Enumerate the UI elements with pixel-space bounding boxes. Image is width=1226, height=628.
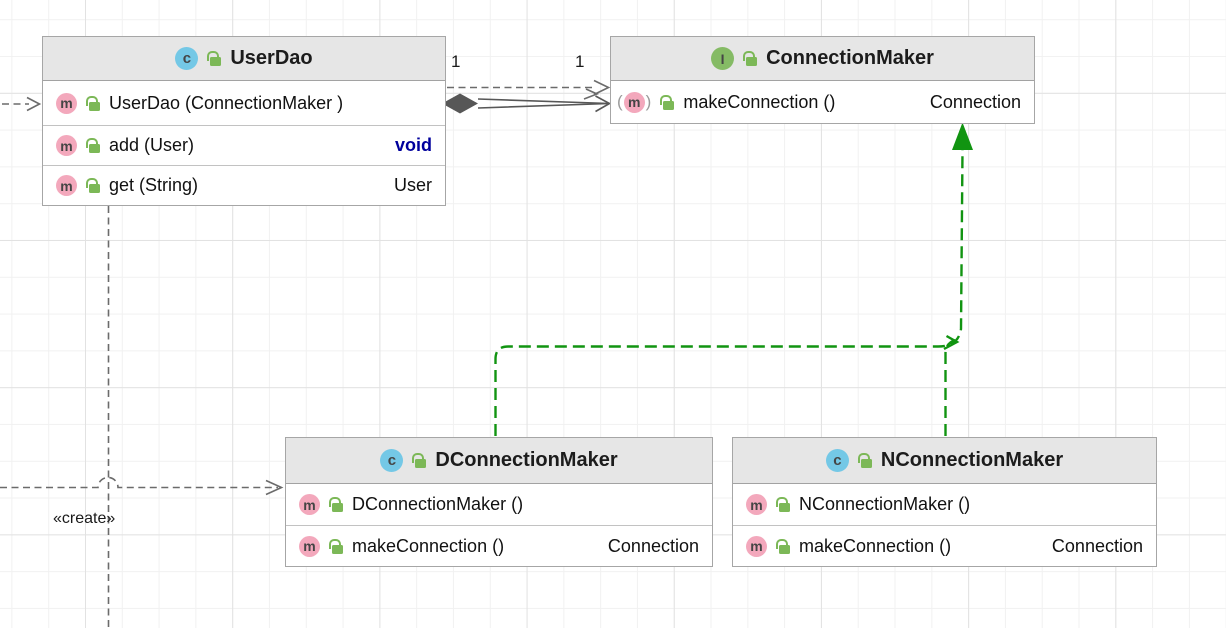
- multiplicity-label-source: 1: [451, 52, 461, 71]
- method-row-dconnectionmaker-constructor[interactable]: m DConnectionMaker (): [286, 484, 712, 525]
- abstract-paren: ): [645, 92, 652, 111]
- method-name: NConnectionMaker (): [799, 494, 971, 514]
- method-return-type: void: [394, 135, 432, 155]
- edge-create-dconnectionmaker[interactable]: [0, 476, 284, 496]
- edge-incoming-dependency-userdao[interactable]: [2, 96, 42, 112]
- interface-node-connectionmaker[interactable]: I ConnectionMaker ( m ) makeConnection (…: [610, 36, 1035, 124]
- unlock-icon: [776, 497, 790, 512]
- unlock-icon: [86, 138, 100, 153]
- method-icon: m: [56, 175, 77, 196]
- method-return-type: Connection: [1051, 535, 1143, 556]
- abstract-paren: (: [617, 92, 623, 111]
- edge-realization-nconnectionmaker[interactable]: [943, 334, 960, 436]
- class-icon: c: [175, 47, 199, 70]
- method-row-nconnectionmaker-makeconnection[interactable]: m makeConnection () Connection: [733, 525, 1156, 566]
- method-return-type: Connection: [607, 535, 699, 556]
- method-name: get (String): [109, 175, 199, 195]
- method-icon: m: [746, 494, 767, 515]
- method-name: add (User): [109, 135, 195, 155]
- method-return-type: User: [393, 175, 432, 195]
- method-row-dconnectionmaker-makeconnection[interactable]: m makeConnection () Connection: [286, 525, 712, 566]
- create-stereotype-label: «create»: [53, 510, 116, 527]
- method-icon: m: [623, 91, 645, 113]
- edge-realization-dconnectionmaker[interactable]: [494, 149, 964, 436]
- unlock-icon: [86, 178, 100, 193]
- class-icon: c: [380, 449, 404, 472]
- method-icon: m: [56, 92, 77, 114]
- abstract-method-icon: ( m ): [617, 91, 652, 113]
- method-return-type: Connection: [929, 91, 1021, 112]
- class-title: NConnectionMaker: [880, 449, 1064, 471]
- class-node-userdao[interactable]: c UserDao m UserDao (ConnectionMaker ) m…: [42, 36, 446, 206]
- unlock-icon: [776, 538, 790, 554]
- method-name: DConnectionMaker (): [352, 494, 524, 514]
- method-row-makeconnection-abstract[interactable]: ( m ) makeConnection () Connection: [611, 81, 1034, 123]
- class-node-dconnectionmaker[interactable]: c DConnectionMaker m DConnectionMaker ()…: [285, 437, 713, 567]
- unlock-icon: [412, 453, 427, 468]
- method-row-userdao-add[interactable]: m add (User) void: [43, 125, 445, 165]
- multiplicity-label-target: 1: [575, 52, 585, 71]
- method-icon: m: [299, 494, 320, 515]
- method-row-userdao-get[interactable]: m get (String) User: [43, 165, 445, 205]
- unlock-icon: [329, 497, 343, 512]
- method-name: UserDao (ConnectionMaker ): [109, 92, 344, 113]
- method-name: makeConnection (): [799, 535, 952, 556]
- edge-aggregation-userdao-connectionmaker[interactable]: [442, 93, 612, 114]
- unlock-icon: [857, 453, 872, 468]
- method-name: makeConnection (): [352, 535, 505, 556]
- class-node-nconnectionmaker-header[interactable]: c NConnectionMaker: [733, 438, 1156, 484]
- realization-arrowhead: [952, 122, 973, 150]
- method-row-userdao-constructor[interactable]: m UserDao (ConnectionMaker ): [43, 81, 445, 125]
- class-node-userdao-header[interactable]: c UserDao: [43, 37, 445, 81]
- method-icon: m: [299, 535, 320, 557]
- interface-node-connectionmaker-header[interactable]: I ConnectionMaker: [611, 37, 1034, 81]
- class-icon: c: [825, 449, 849, 472]
- unlock-icon: [743, 51, 758, 66]
- method-row-nconnectionmaker-constructor[interactable]: m NConnectionMaker (): [733, 484, 1156, 525]
- edge-dependency-userdao-connectionmaker[interactable]: [447, 79, 611, 100]
- class-title: UserDao: [230, 47, 313, 69]
- class-node-dconnectionmaker-header[interactable]: c DConnectionMaker: [286, 438, 712, 484]
- interface-title: ConnectionMaker: [766, 47, 934, 69]
- unlock-icon: [329, 538, 343, 554]
- method-icon: m: [56, 135, 77, 156]
- unlock-icon: [660, 94, 675, 110]
- method-name: makeConnection (): [683, 91, 836, 112]
- method-icon: m: [746, 535, 767, 557]
- class-title: DConnectionMaker: [435, 449, 618, 471]
- class-node-nconnectionmaker[interactable]: c NConnectionMaker m NConnectionMaker ()…: [732, 437, 1157, 567]
- unlock-icon: [207, 51, 222, 66]
- unlock-icon: [86, 95, 100, 111]
- interface-icon: I: [711, 47, 735, 70]
